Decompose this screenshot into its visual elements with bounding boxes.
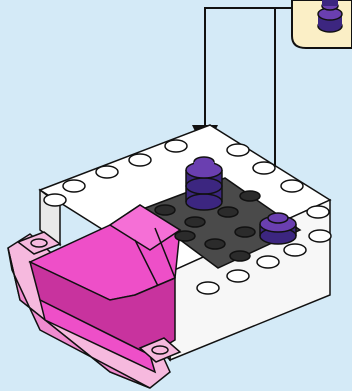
parts-callout <box>292 0 352 48</box>
purple-stack-brick-right <box>260 213 296 244</box>
purple-stack-brick-left <box>186 157 222 210</box>
callout-purple-brick-icon <box>318 0 342 32</box>
